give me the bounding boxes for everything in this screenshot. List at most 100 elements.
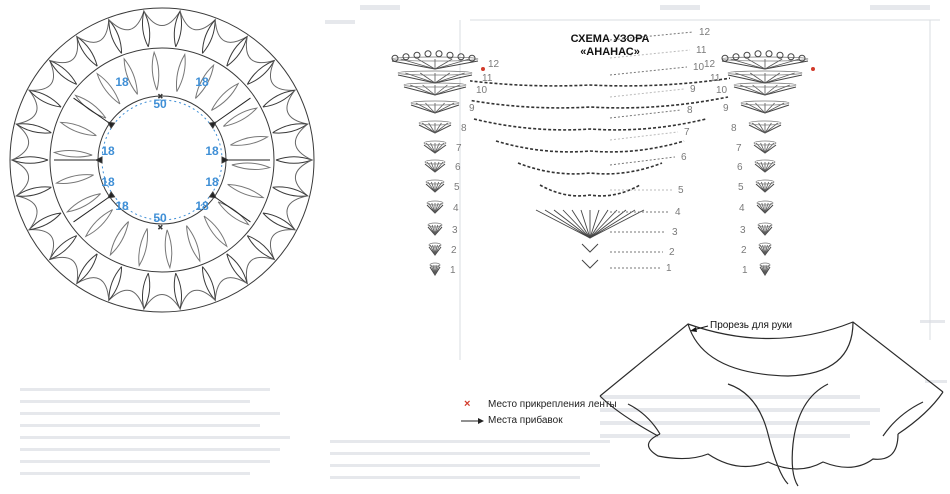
increase-arrow	[73, 197, 109, 223]
row-number: 4	[739, 203, 745, 214]
middle-petal	[55, 174, 94, 184]
chain-loop	[754, 159, 776, 165]
middle-petal	[109, 221, 130, 257]
row-arrow	[609, 156, 676, 166]
cape-schematic: Прорезь для руки	[599, 320, 944, 487]
chain-loop	[429, 262, 441, 268]
circle-number: 18	[115, 75, 129, 89]
chain-loop	[423, 140, 447, 146]
fan-stitch	[535, 209, 591, 239]
fan-stitch	[589, 209, 618, 239]
picot-mark	[446, 51, 454, 59]
picot-mark	[754, 50, 762, 58]
row-arrow	[609, 131, 679, 141]
outer-arc	[294, 159, 313, 197]
outer-arc	[76, 277, 110, 301]
fan-stitch	[589, 209, 627, 239]
circle-number: 18	[195, 75, 209, 89]
armhole-label: Прорезь для руки	[710, 320, 792, 331]
pattern-title-line2: «АНАНАС»	[580, 46, 640, 58]
middle-petal	[186, 225, 201, 263]
circle-number: 18	[101, 175, 115, 189]
outer-petal	[75, 35, 98, 67]
row-arrow	[609, 49, 691, 59]
row-number: 6	[681, 152, 687, 163]
fan-stitch	[589, 209, 609, 239]
middle-petal	[210, 82, 240, 111]
cape-scalloped-hem	[647, 433, 899, 470]
fan-stitch	[589, 209, 636, 239]
row-number: 9	[690, 84, 696, 95]
chain-loop	[756, 200, 774, 206]
middle-petal	[217, 201, 250, 226]
outer-arc	[108, 289, 145, 310]
legend: × Место прикрепления ленты Места прибаво…	[458, 398, 678, 438]
row-number: 11	[696, 45, 707, 56]
outer-arc	[286, 89, 308, 125]
chain-loop	[424, 159, 446, 165]
picot-mark	[468, 54, 476, 62]
pattern-title-line1: СХЕМА УЗОРА	[571, 33, 650, 45]
outer-petal	[14, 123, 52, 134]
circle-number: 18	[195, 199, 209, 213]
outer-arc	[214, 19, 248, 43]
increase-arrow	[215, 197, 251, 223]
middle-petal	[52, 149, 93, 158]
middle-petal	[230, 136, 269, 146]
outer-petal	[226, 253, 249, 285]
chain-loop	[410, 100, 460, 106]
arrow-head	[208, 121, 217, 129]
middle-petal	[203, 215, 228, 248]
middle-petal	[65, 193, 101, 213]
outer-petal	[108, 18, 123, 54]
outer-arc	[245, 36, 275, 64]
outer-arc	[49, 256, 79, 284]
middle-petal	[164, 229, 173, 270]
chain-loop	[759, 262, 771, 268]
picot-mark	[787, 53, 795, 61]
shell-mark	[581, 243, 599, 253]
middle-petal	[227, 183, 265, 199]
picot-mark	[413, 51, 421, 59]
middle-petal	[175, 52, 186, 92]
chain-arc	[473, 118, 707, 131]
chain-loop	[758, 242, 772, 248]
outer-arc	[11, 123, 30, 161]
fan-stitch	[553, 209, 591, 239]
middle-petal	[223, 107, 259, 127]
ribbon-marker-top: ×	[158, 92, 163, 101]
chain-loop	[427, 222, 443, 228]
outer-petal	[141, 9, 151, 48]
arrow-head	[107, 121, 116, 129]
row-number: 9	[469, 103, 475, 114]
row-number: 5	[678, 185, 684, 196]
outer-arc	[143, 293, 181, 310]
picot-mark	[732, 53, 740, 61]
chain-loop	[397, 70, 473, 76]
shell-mark	[581, 259, 599, 269]
picot-mark	[776, 51, 784, 59]
row-number: 7	[456, 143, 462, 154]
middle-petal	[96, 72, 121, 105]
row-number: 8	[731, 123, 737, 134]
row-number: 8	[687, 105, 693, 116]
row-number: 3	[672, 227, 678, 238]
arrow-head	[221, 156, 230, 164]
circle-number: 18	[205, 144, 219, 158]
chain-arc	[517, 162, 663, 175]
outer-arc	[16, 195, 38, 231]
increase-arrow	[215, 97, 251, 123]
outer-arc	[76, 19, 110, 43]
cape-neckline	[687, 321, 854, 377]
middle-petal	[231, 162, 272, 171]
row-number: 1	[742, 265, 748, 276]
outer-arc	[29, 60, 55, 91]
arrow-head	[94, 156, 103, 164]
legend-increases-label: Места прибавок	[488, 415, 563, 426]
fan-stitch	[544, 209, 591, 239]
outer-arc	[269, 60, 295, 91]
chain-loop	[748, 120, 782, 126]
red-cross-icon: ×	[464, 398, 471, 410]
